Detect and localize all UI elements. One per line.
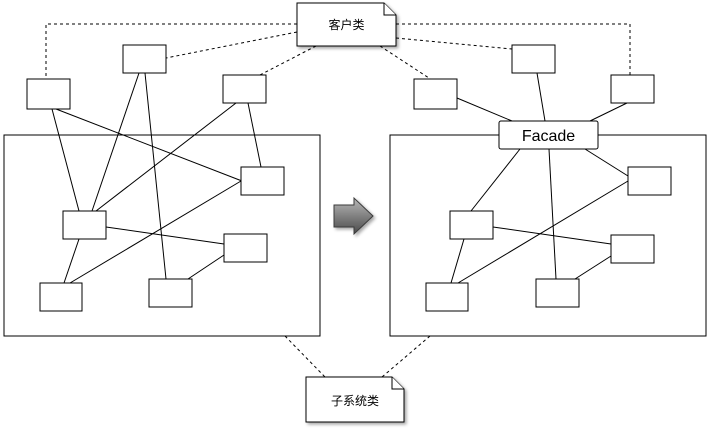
left-subsystem-class-box	[223, 233, 268, 263]
left-subsystem-class-box	[62, 210, 107, 240]
right-subsystem-class-box	[627, 166, 672, 196]
client-note-label: 客户类	[328, 17, 364, 32]
client-note	[296, 2, 397, 47]
left-connections	[51, 72, 262, 284]
left-classes	[26, 44, 285, 312]
subsystem-note-label: 子系统类	[331, 394, 379, 408]
client-dashed-links	[45, 23, 631, 81]
facade-label: Facade	[522, 128, 575, 145]
subsystem-dashed-links	[284, 335, 431, 378]
right-client-class-box	[610, 74, 655, 104]
left-subsystem-class-box	[148, 278, 193, 308]
facade-class: Facade	[498, 120, 599, 150]
right-subsystem-class-box	[610, 234, 655, 264]
right-connections	[450, 72, 629, 284]
left-client-class-box	[26, 78, 71, 110]
right-subsystem-class-box	[425, 282, 469, 312]
left-subsystem-class-box	[240, 166, 285, 196]
left-client-class-box	[222, 74, 267, 104]
right-classes	[413, 44, 672, 312]
right-client-class-box	[413, 78, 458, 110]
right-subsystem-class-box	[449, 210, 494, 240]
right-client-class-box	[511, 44, 556, 74]
facade-box	[498, 120, 599, 150]
right-subsystem-class-box	[535, 278, 580, 308]
subsystem-note	[305, 376, 405, 423]
left-client-class-box	[122, 44, 167, 74]
transform-arrow-icon	[333, 196, 374, 236]
left-subsystem-class-box	[39, 282, 83, 312]
